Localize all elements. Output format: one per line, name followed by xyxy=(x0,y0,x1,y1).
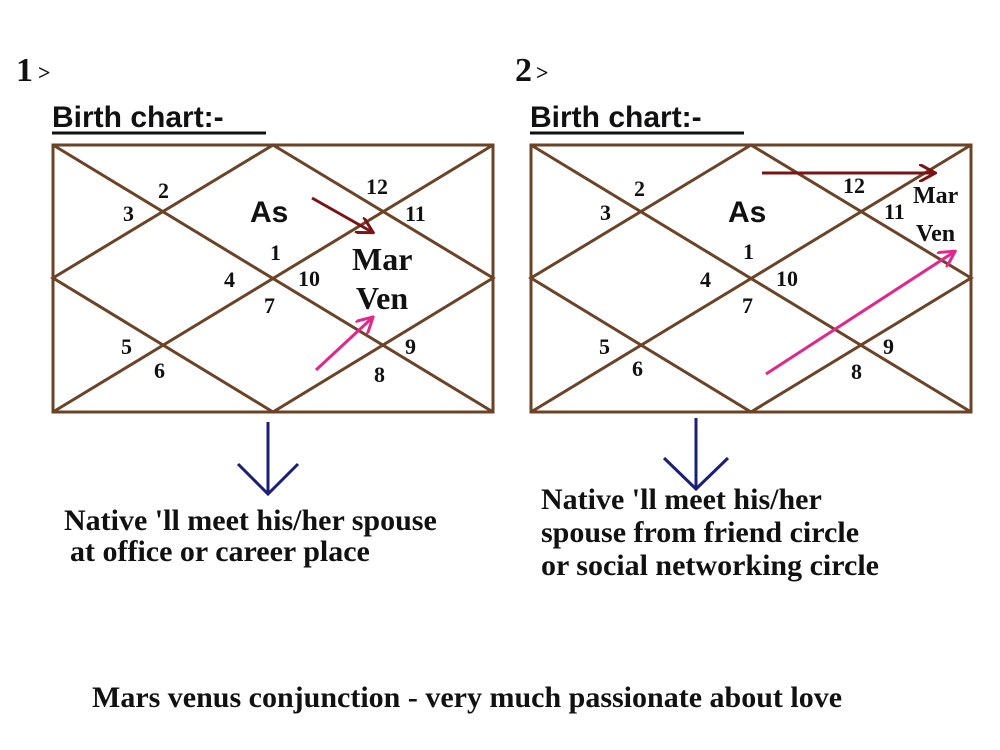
ascendant-label: As xyxy=(728,196,766,229)
house-number: 5 xyxy=(599,334,610,359)
panel-heading: Birth chart:- xyxy=(530,101,702,134)
planet-mars: Mar xyxy=(352,241,412,277)
arrow-pink xyxy=(314,318,372,372)
description-line: spouse from friend circle xyxy=(541,516,859,549)
house-number: 11 xyxy=(405,201,426,226)
house-number: 8 xyxy=(851,359,862,384)
description-line: or social networking circle xyxy=(541,549,879,582)
planet-mars: Mar xyxy=(913,183,959,209)
footer-caption: Mars venus conjunction - very much passi… xyxy=(92,681,842,714)
house-number: 7 xyxy=(264,293,275,318)
house-number: 3 xyxy=(600,200,611,225)
arrow-pink xyxy=(765,252,954,376)
house-number: 2 xyxy=(634,176,645,201)
chart-diamond xyxy=(528,143,974,414)
house-number: 7 xyxy=(742,293,753,318)
house-number: 11 xyxy=(884,199,905,224)
house-number: 3 xyxy=(123,201,134,226)
chart-diagonal xyxy=(530,143,972,414)
birth-chart xyxy=(528,143,974,414)
chart-diamond xyxy=(50,143,496,414)
house-number: 12 xyxy=(366,174,388,199)
panel-heading: Birth chart:- xyxy=(52,101,224,134)
panel-number: 2 xyxy=(515,52,532,89)
chart-diagonal xyxy=(52,143,494,414)
house-number: 10 xyxy=(776,266,798,291)
panel-2: 2 > Birth chart:- 1 2 3 4 5 6 7 8 9 10 1… xyxy=(515,52,974,582)
planet-venus: Ven xyxy=(356,280,408,316)
house-number: 2 xyxy=(158,178,169,203)
house-number: 8 xyxy=(374,362,385,387)
house-number: 1 xyxy=(270,240,281,265)
house-number: 9 xyxy=(883,334,894,359)
panel-1: 1 > Birth chart:- 1 2 3 4 5 6 7 8 9 10 1… xyxy=(16,52,496,568)
planet-venus: Ven xyxy=(916,221,955,247)
down-arrow xyxy=(662,418,730,492)
house-number: 12 xyxy=(843,173,865,198)
ascendant-label: As xyxy=(250,196,288,229)
arrow-dark-red xyxy=(311,196,372,232)
house-number: 6 xyxy=(154,358,165,383)
house-number: 9 xyxy=(405,334,416,359)
description-line: Native 'll meet his/her spouse xyxy=(64,504,437,537)
panel-number: 1 xyxy=(16,52,33,89)
panel-marker: > xyxy=(536,60,549,85)
house-number: 4 xyxy=(700,267,711,292)
down-arrow xyxy=(236,422,300,497)
house-number: 4 xyxy=(224,267,235,292)
house-number: 6 xyxy=(632,356,643,381)
description-line: at office or career place xyxy=(70,535,370,568)
house-number: 1 xyxy=(743,239,754,264)
panel-marker: > xyxy=(38,60,51,85)
house-number: 10 xyxy=(298,266,320,291)
house-number: 5 xyxy=(121,334,132,359)
description-line: Native 'll meet his/her xyxy=(541,483,822,516)
birth-chart xyxy=(50,143,496,414)
